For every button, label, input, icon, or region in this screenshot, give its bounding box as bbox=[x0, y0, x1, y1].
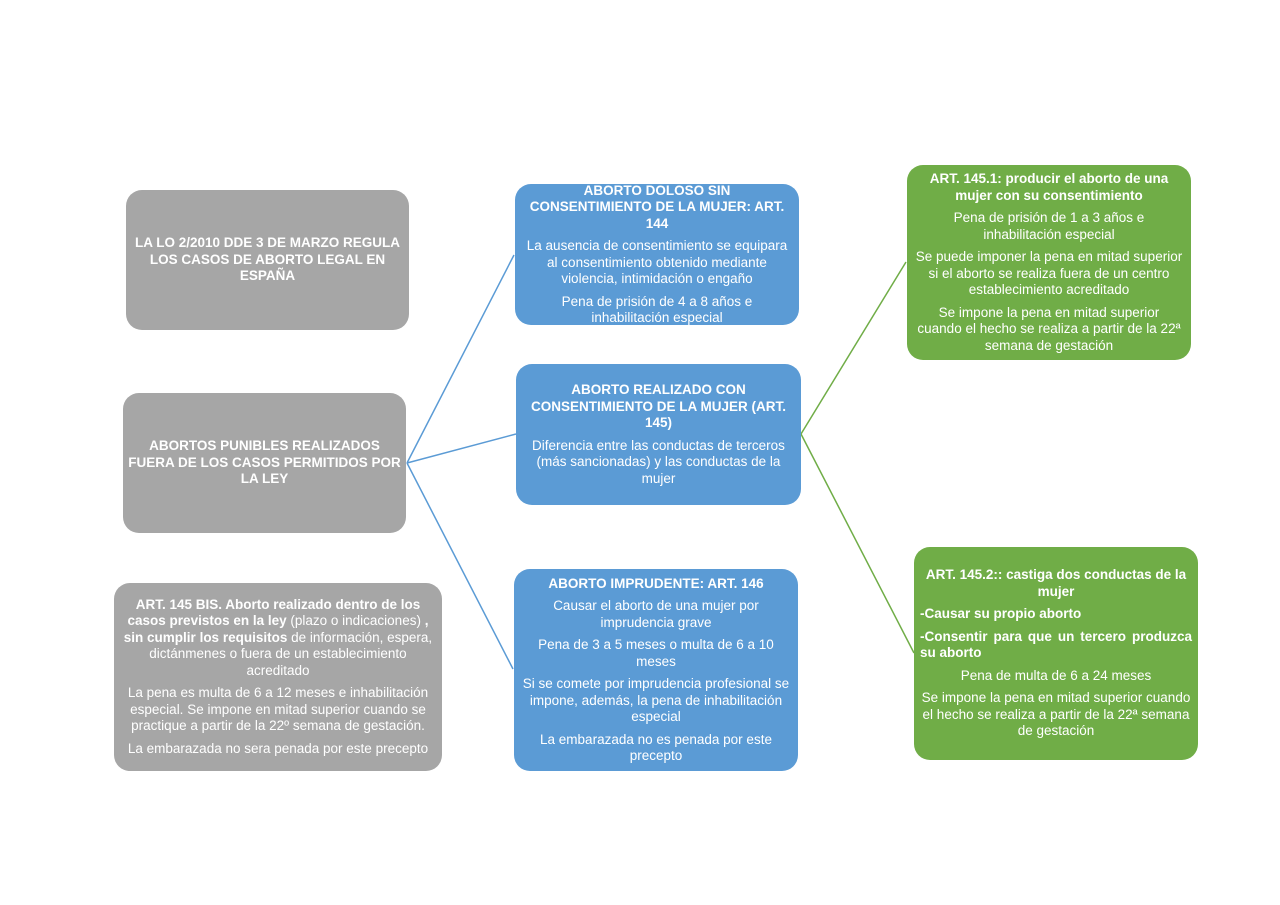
node-art-145-2-p2: Se impone la pena en mitad superior cuan… bbox=[921, 690, 1191, 739]
node-art-144-p2: Pena de prisión de 4 a 8 años e inhabili… bbox=[561, 293, 753, 326]
node-art-144-title: ABORTO DOLOSO SIN CONSENTIMIENTO DE LA M… bbox=[529, 182, 785, 231]
node-art-145-bis: ART. 145 BIS. Aborto realizado dentro de… bbox=[114, 583, 442, 771]
node-art-145-2-c2: -Consentir para que un tercero produzca … bbox=[920, 628, 1192, 661]
node-art-144-p1: La ausencia de consentimiento se equipar… bbox=[526, 238, 788, 286]
node-art-145-1-p1: Pena de prisión de 1 a 3 años e inhabili… bbox=[953, 210, 1145, 242]
node-art-145-bis-intro-tail: de información, espera, dictánmenes o fu… bbox=[149, 629, 433, 678]
connector-art145-art1452 bbox=[800, 433, 915, 654]
node-art-145-1-title: ART. 145.1: producir el aborto de una mu… bbox=[929, 171, 1169, 203]
node-art-145-p1: Diferencia entre las conductas de tercer… bbox=[532, 437, 785, 486]
node-art-145-1-p3: Se impone la pena en mitad superior cuan… bbox=[917, 304, 1181, 353]
connector-punibles-art144 bbox=[406, 254, 515, 464]
node-art-145-bis-intro-bold2: sin cumplir los requisitos bbox=[123, 629, 288, 645]
connector-punibles-art145 bbox=[406, 433, 517, 464]
node-art-145-2-c1: -Causar su propio aborto bbox=[920, 606, 1082, 622]
node-art-146-title: ABORTO IMPRUDENTE: ART. 146 bbox=[548, 575, 764, 591]
node-art-145-bis-p3: La embarazada no sera penada por este pr… bbox=[127, 740, 429, 756]
node-art-146-p3: Si se comete por imprudencia profesional… bbox=[522, 676, 790, 724]
node-art-145-2: ART. 145.2:: castiga dos conductas de la… bbox=[914, 547, 1198, 760]
node-art-145-1: ART. 145.1: producir el aborto de una mu… bbox=[907, 165, 1191, 360]
node-art-145-bis-intro-bold: ART. 145 BIS. Aborto realizado dentro de… bbox=[127, 596, 421, 629]
connector-art145-art1451 bbox=[800, 261, 907, 435]
node-abortos-punibles-title: ABORTOS PUNIBLES REALIZADOS FUERA DE LOS… bbox=[128, 438, 401, 487]
node-art-145-bis-p2: La pena es multa de 6 a 12 meses e inhab… bbox=[127, 685, 429, 734]
node-lo-2010: LA LO 2/2010 DDE 3 DE MARZO REGULA LOS C… bbox=[126, 190, 409, 330]
node-art-146: ABORTO IMPRUDENTE: ART. 146 Causar el ab… bbox=[514, 569, 798, 771]
node-art-145: ABORTO REALIZADO CON CONSENTIMIENTO DE L… bbox=[516, 364, 801, 505]
node-art-144: ABORTO DOLOSO SIN CONSENTIMIENTO DE LA M… bbox=[515, 182, 799, 326]
node-art-145-bis-intro: ART. 145 BIS. Aborto realizado dentro de… bbox=[122, 597, 434, 680]
node-art-145-1-p2: Se puede imponer la pena en mitad superi… bbox=[915, 249, 1183, 297]
node-art-146-p4: La embarazada no es penada por este prec… bbox=[540, 731, 772, 764]
node-art-145-2-p1: Pena de multa de 6 a 24 meses bbox=[960, 667, 1152, 683]
node-art-146-p1: Causar el aborto de una mujer por imprud… bbox=[553, 598, 759, 630]
node-lo-2010-title: LA LO 2/2010 DDE 3 DE MARZO REGULA LOS C… bbox=[134, 235, 401, 284]
node-art-145-bis-intro-normal: (plazo o indicaciones) bbox=[286, 613, 425, 629]
node-art-145-2-title: ART. 145.2:: castiga dos conductas de la… bbox=[925, 567, 1187, 599]
node-abortos-punibles: ABORTOS PUNIBLES REALIZADOS FUERA DE LOS… bbox=[123, 393, 406, 533]
node-art-145-bis-intro-comma: , bbox=[424, 613, 429, 629]
node-art-146-p2: Pena de 3 a 5 meses o multa de 6 a 10 me… bbox=[538, 637, 774, 669]
node-art-145-title: ABORTO REALIZADO CON CONSENTIMIENTO DE L… bbox=[530, 382, 786, 430]
